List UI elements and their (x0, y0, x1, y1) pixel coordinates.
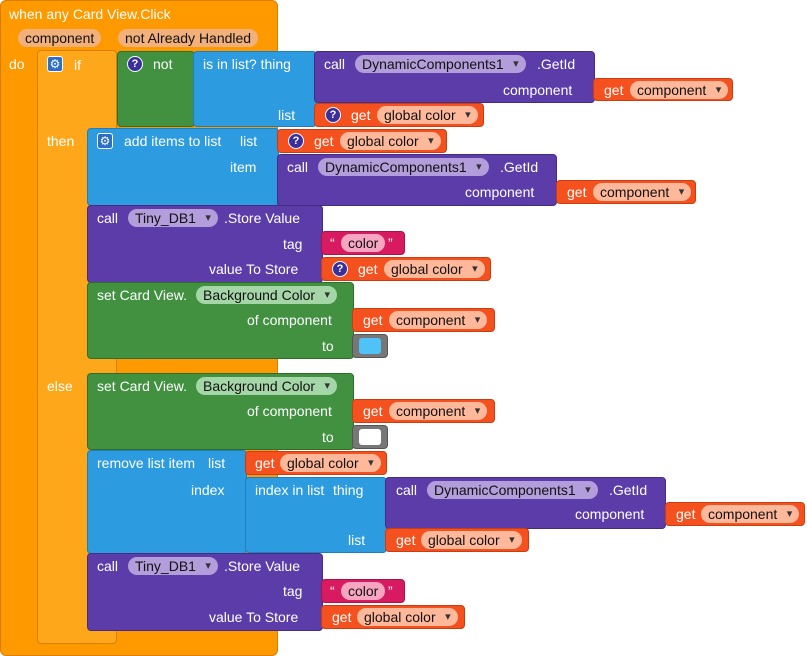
background-color-dropdown-2[interactable]: Background Color (196, 377, 338, 395)
global-color-question-icon-3[interactable]: ? (332, 261, 348, 277)
background-color-dropdown-1[interactable]: Background Color (196, 286, 338, 304)
dynamic-components-dropdown-3[interactable]: DynamicComponents1 (427, 481, 598, 499)
add-items-item-label: item (230, 159, 257, 175)
call-label-2: call (287, 159, 309, 175)
global-color-dropdown-4[interactable]: global color (280, 454, 381, 472)
tinydb-call-label-2: call (97, 558, 119, 574)
is-in-list-list-label: list (278, 107, 296, 123)
get-label-1: get (604, 82, 624, 98)
global-color-dropdown-5[interactable]: global color (421, 531, 522, 549)
component-label-3: component (575, 506, 645, 522)
component-label-2: component (465, 184, 535, 200)
tag-text-value-2[interactable]: color (341, 582, 386, 600)
do-label: do (9, 56, 25, 72)
to-label-1: to (322, 338, 334, 354)
set-card-view-label-1: set Card View. (97, 287, 188, 303)
remove-list-item-label: remove list item (97, 455, 196, 471)
if-label: if (74, 57, 81, 73)
index-in-list-block[interactable] (245, 477, 387, 553)
global-color-question-icon-2[interactable]: ? (288, 133, 304, 149)
add-items-list-label: list (240, 133, 258, 149)
quote-close-2: ” (388, 583, 393, 599)
of-component-label-1: of component (247, 312, 332, 328)
global-color-dropdown-3[interactable]: global color (384, 260, 485, 278)
light-blue-swatch[interactable] (359, 338, 381, 354)
get-label-5: get (358, 261, 378, 277)
get-label-7: get (363, 403, 383, 419)
then-label: then (47, 133, 75, 149)
global-color-dropdown-2[interactable]: global color (340, 132, 441, 150)
add-items-label: add items to list (124, 133, 222, 149)
tinydb-dropdown-1[interactable]: Tiny_DB1 (128, 209, 218, 227)
event-title: when any Card View.Click (9, 6, 171, 22)
store-value-label-2: .Store Value (224, 558, 301, 574)
getid-label-2: .GetId (500, 159, 539, 175)
param-not-already-handled[interactable]: not Already Handled (118, 29, 259, 47)
of-component-label-2: of component (247, 403, 332, 419)
index-in-list-label: index in list (255, 482, 325, 498)
remove-list-item-block[interactable] (87, 450, 247, 554)
is-in-list-label: is in list? thing (203, 56, 291, 72)
set-card-view-label-2: set Card View. (97, 378, 188, 394)
tinydb-dropdown-2[interactable]: Tiny_DB1 (128, 557, 218, 575)
dynamic-components-dropdown-1[interactable]: DynamicComponents1 (355, 55, 526, 73)
white-swatch[interactable] (359, 429, 381, 445)
getid-label-3: .GetId (609, 482, 648, 498)
get-label-2: get (351, 107, 371, 123)
to-label-2: to (322, 429, 334, 445)
else-label: else (47, 378, 73, 394)
get-label-6: get (363, 312, 383, 328)
component-var-dropdown-1[interactable]: component (630, 81, 729, 99)
param-component[interactable]: component (18, 29, 102, 47)
component-var-dropdown-5[interactable]: component (701, 505, 800, 523)
component-var-dropdown-2[interactable]: component (593, 183, 692, 201)
if-gear-icon[interactable]: ⚙ (47, 56, 63, 72)
store-value-label-1: .Store Value (224, 210, 301, 226)
index-label: index (191, 482, 225, 498)
get-label-4: get (567, 184, 587, 200)
value-to-store-label-2: value To Store (209, 609, 299, 625)
index-in-list-thing-label: thing (333, 482, 364, 498)
remove-list-label: list (208, 455, 226, 471)
component-label-1: component (503, 82, 573, 98)
value-to-store-label-1: value To Store (209, 261, 299, 277)
global-color-dropdown-6[interactable]: global color (357, 608, 458, 626)
component-var-dropdown-3[interactable]: component (389, 311, 488, 329)
not-label: not (153, 56, 173, 72)
get-label-9: get (676, 506, 696, 522)
component-var-dropdown-4[interactable]: component (389, 402, 488, 420)
add-items-gear-icon[interactable]: ⚙ (97, 133, 113, 149)
call-label-1: call (324, 56, 346, 72)
get-label-10: get (396, 532, 416, 548)
quote-open-1: “ (330, 235, 335, 251)
global-color-question-icon-1[interactable]: ? (325, 107, 341, 123)
tag-label-1: tag (283, 236, 303, 252)
index-in-list-list-label: list (348, 532, 366, 548)
dynamic-components-dropdown-2[interactable]: DynamicComponents1 (318, 158, 489, 176)
tag-text-value-1[interactable]: color (341, 234, 386, 252)
global-color-dropdown-1[interactable]: global color (377, 106, 478, 124)
get-label-3: get (314, 133, 334, 149)
call-label-3: call (396, 482, 418, 498)
get-label-8: get (255, 455, 275, 471)
quote-close-1: ” (388, 235, 393, 251)
tag-label-2: tag (283, 583, 303, 599)
get-label-11: get (332, 609, 352, 625)
is-in-list-block[interactable] (193, 51, 317, 127)
add-items-to-list-block[interactable] (87, 128, 279, 206)
not-question-icon[interactable]: ? (127, 56, 143, 72)
getid-label-1: .GetId (537, 56, 576, 72)
quote-open-2: “ (330, 583, 335, 599)
tinydb-call-label-1: call (97, 210, 119, 226)
